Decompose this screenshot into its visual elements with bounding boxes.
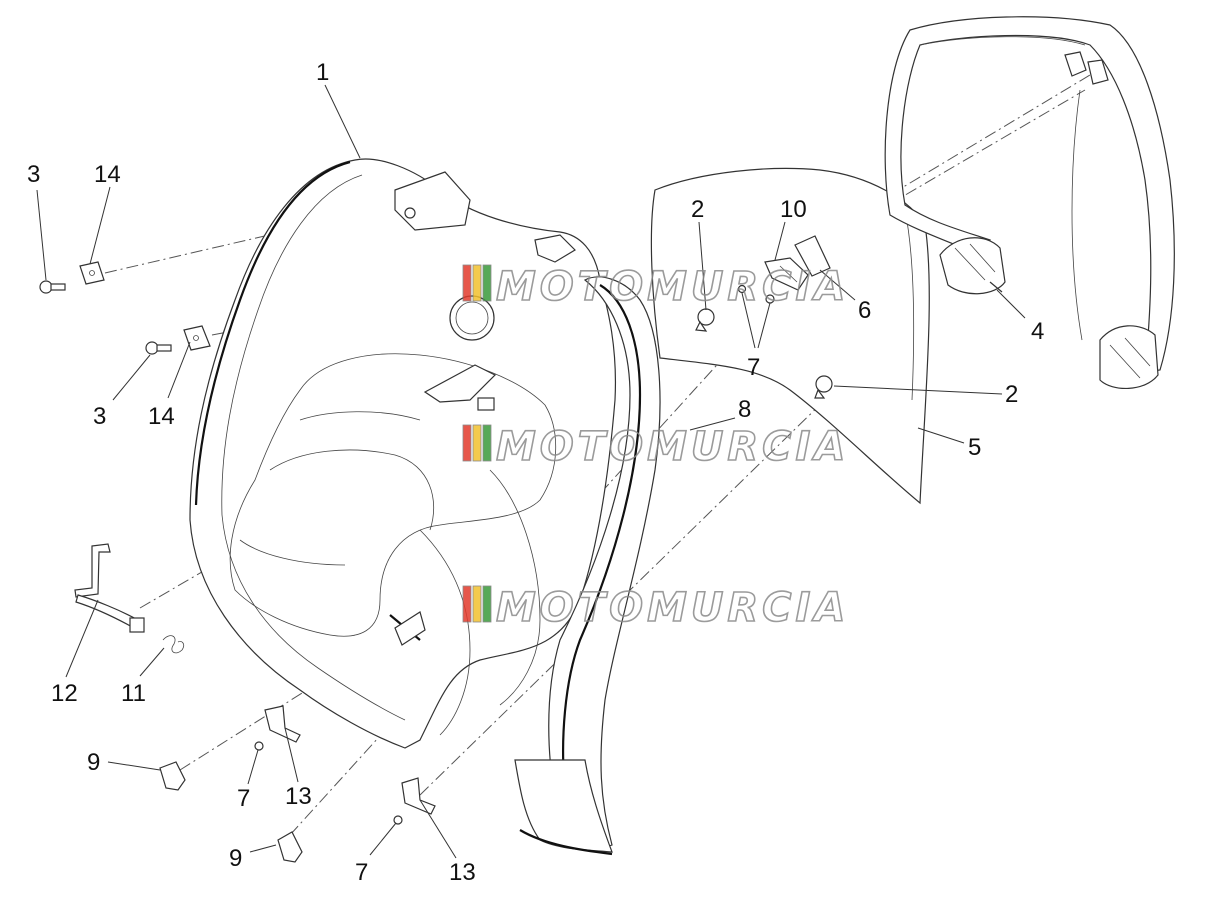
- callout-1: 1: [316, 59, 329, 86]
- windscreen-frame-part: [884, 16, 1175, 390]
- leg-shield-part: [189, 158, 661, 856]
- callout-14a: 14: [94, 161, 121, 188]
- callout-13b: 13: [449, 859, 476, 886]
- watermark-logo-text: MOTOMURCIA: [496, 264, 849, 310]
- clip-nut-part-14b: [183, 325, 211, 351]
- bracket-part-10: [764, 257, 809, 291]
- spring-part-11: [162, 635, 185, 654]
- leader-lines: [36, 84, 1026, 859]
- plate-part-6: [794, 235, 831, 277]
- callout-labels: 1 2 2 3 3 4 5 6 7 7 7 8 9 9 10 11 12 13 …: [27, 59, 1044, 886]
- callout-6: 6: [858, 297, 871, 324]
- callout-2b: 2: [1005, 381, 1018, 408]
- screw-part-7a: [737, 284, 747, 294]
- clip-part-9b: [277, 831, 303, 863]
- callout-10: 10: [780, 196, 807, 223]
- screw-part-3a: [39, 280, 66, 294]
- screw-part-2a: [695, 308, 715, 332]
- bracket-part-13a: [264, 705, 301, 743]
- callout-9a: 9: [87, 749, 100, 776]
- callout-12: 12: [51, 680, 78, 707]
- callout-2a: 2: [691, 196, 704, 223]
- clip-nut-part-14a: [79, 261, 105, 285]
- windscreen-part: [650, 167, 930, 505]
- screw-part-7c: [254, 741, 264, 751]
- bracket-part-13b: [401, 777, 436, 815]
- callout-11: 11: [121, 680, 146, 707]
- screw-part-3b: [145, 341, 172, 355]
- callout-7c: 7: [355, 859, 368, 886]
- hardware-parts: [39, 235, 833, 863]
- callout-3a: 3: [27, 161, 40, 188]
- screw-part-7d: [393, 815, 403, 825]
- callout-7b: 7: [237, 785, 250, 812]
- watermark-3: MOTOMURCIA: [462, 584, 849, 632]
- screw-part-2b: [814, 375, 833, 399]
- watermark-1: MOTOMURCIA: [462, 263, 849, 311]
- callout-5: 5: [968, 434, 981, 461]
- watermark-logo-text: MOTOMURCIA: [496, 424, 849, 470]
- callout-7a: 7: [747, 354, 760, 381]
- callout-9b: 9: [229, 845, 242, 872]
- clip-part-9a: [159, 761, 186, 791]
- hook-lever-part-12: [74, 543, 145, 633]
- watermark-logo-text: MOTOMURCIA: [496, 585, 849, 631]
- callout-3b: 3: [93, 403, 106, 430]
- callout-4: 4: [1031, 318, 1044, 345]
- callout-8: 8: [738, 396, 751, 423]
- watermark-2: MOTOMURCIA: [462, 423, 849, 471]
- callout-13a: 13: [285, 783, 312, 810]
- callout-14b: 14: [148, 403, 175, 430]
